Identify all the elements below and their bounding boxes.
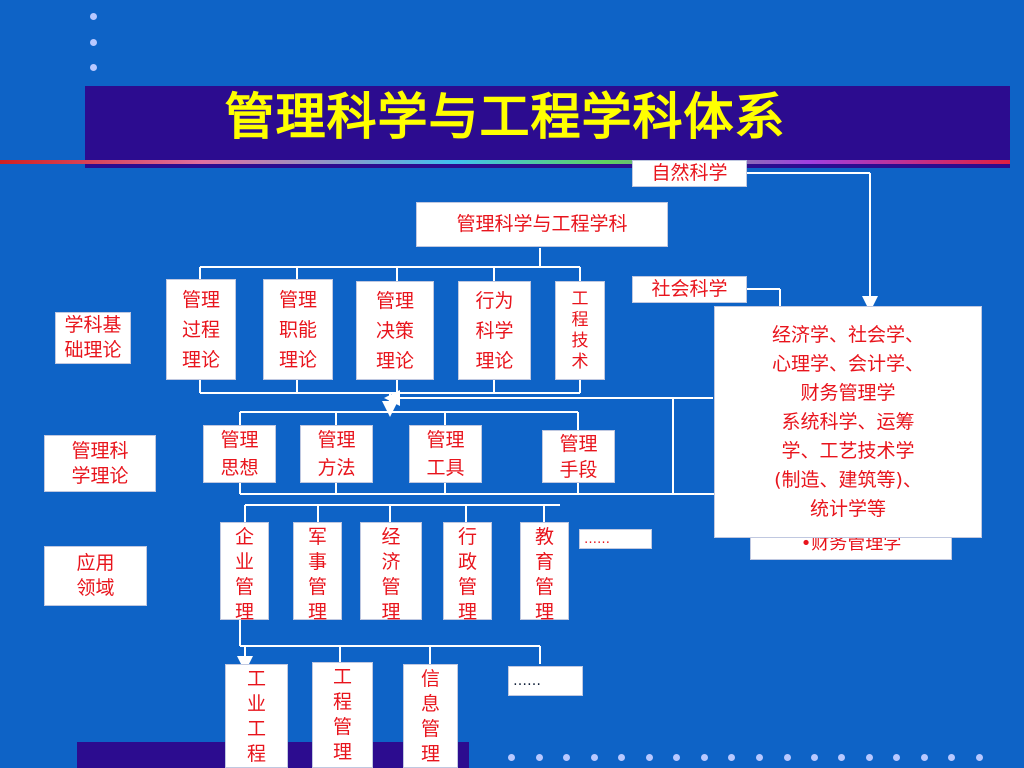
application-box: 教 育 管 理 bbox=[520, 522, 569, 623]
decor-dot-row bbox=[508, 754, 1008, 762]
sub-box: 信 息 管 理 bbox=[403, 664, 458, 768]
natural-science-box: 自然科学 bbox=[632, 160, 747, 187]
application-box: 行 政 管 理 bbox=[443, 522, 492, 623]
social-science-label: 社会科学 bbox=[651, 278, 728, 300]
application-box: 企 业 管 理 bbox=[220, 522, 269, 623]
decor-dot bbox=[90, 39, 97, 46]
page-title: 管理科学与工程学科体系 bbox=[224, 87, 786, 146]
root-label: 管理科学与工程学科 bbox=[456, 213, 628, 235]
application-more-box: …… bbox=[579, 529, 652, 549]
row-label-management-theory: 管理科 学理论 bbox=[44, 435, 156, 492]
row-label-foundation: 学科基 础理论 bbox=[55, 312, 131, 364]
related-disciplines-text: 经济学、社会学、 心理学、会计学、 财务管理学 系统科学、运筹 学、工艺技术学 … bbox=[771, 323, 924, 520]
sub-box: 工 业 工 程 bbox=[225, 664, 288, 768]
foundation-box: 管理 过程 理论 bbox=[166, 279, 236, 380]
root-box: 管理科学与工程学科 bbox=[416, 202, 668, 247]
related-disciplines-box: 经济学、社会学、 心理学、会计学、 财务管理学 系统科学、运筹 学、工艺技术学 … bbox=[714, 306, 982, 538]
decor-dot bbox=[90, 13, 97, 20]
rainbow-divider bbox=[0, 160, 1010, 164]
foundation-box: 工 程 技 术 bbox=[555, 281, 605, 380]
foundation-box: 管理 决策 理论 bbox=[356, 281, 434, 380]
natural-science-label: 自然科学 bbox=[651, 162, 728, 184]
theory-box: 管理 工具 bbox=[409, 425, 482, 483]
application-box: 经 济 管 理 bbox=[360, 522, 422, 623]
title-bar bbox=[85, 86, 1010, 168]
row-label-application: 应用 领域 bbox=[44, 546, 147, 606]
theory-box: 管理 方法 bbox=[300, 425, 373, 483]
foundation-box: 管理 职能 理论 bbox=[263, 279, 333, 380]
social-science-box: 社会科学 bbox=[632, 276, 747, 303]
foundation-box: 行为 科学 理论 bbox=[458, 281, 531, 380]
sub-box: 工 程 管 理 bbox=[312, 662, 373, 768]
application-box: 军 事 管 理 bbox=[293, 522, 342, 623]
sub-more-box: …… bbox=[508, 666, 583, 696]
decor-dot bbox=[90, 64, 97, 71]
theory-box: 管理 手段 bbox=[542, 430, 615, 483]
theory-box: 管理 思想 bbox=[203, 425, 276, 483]
